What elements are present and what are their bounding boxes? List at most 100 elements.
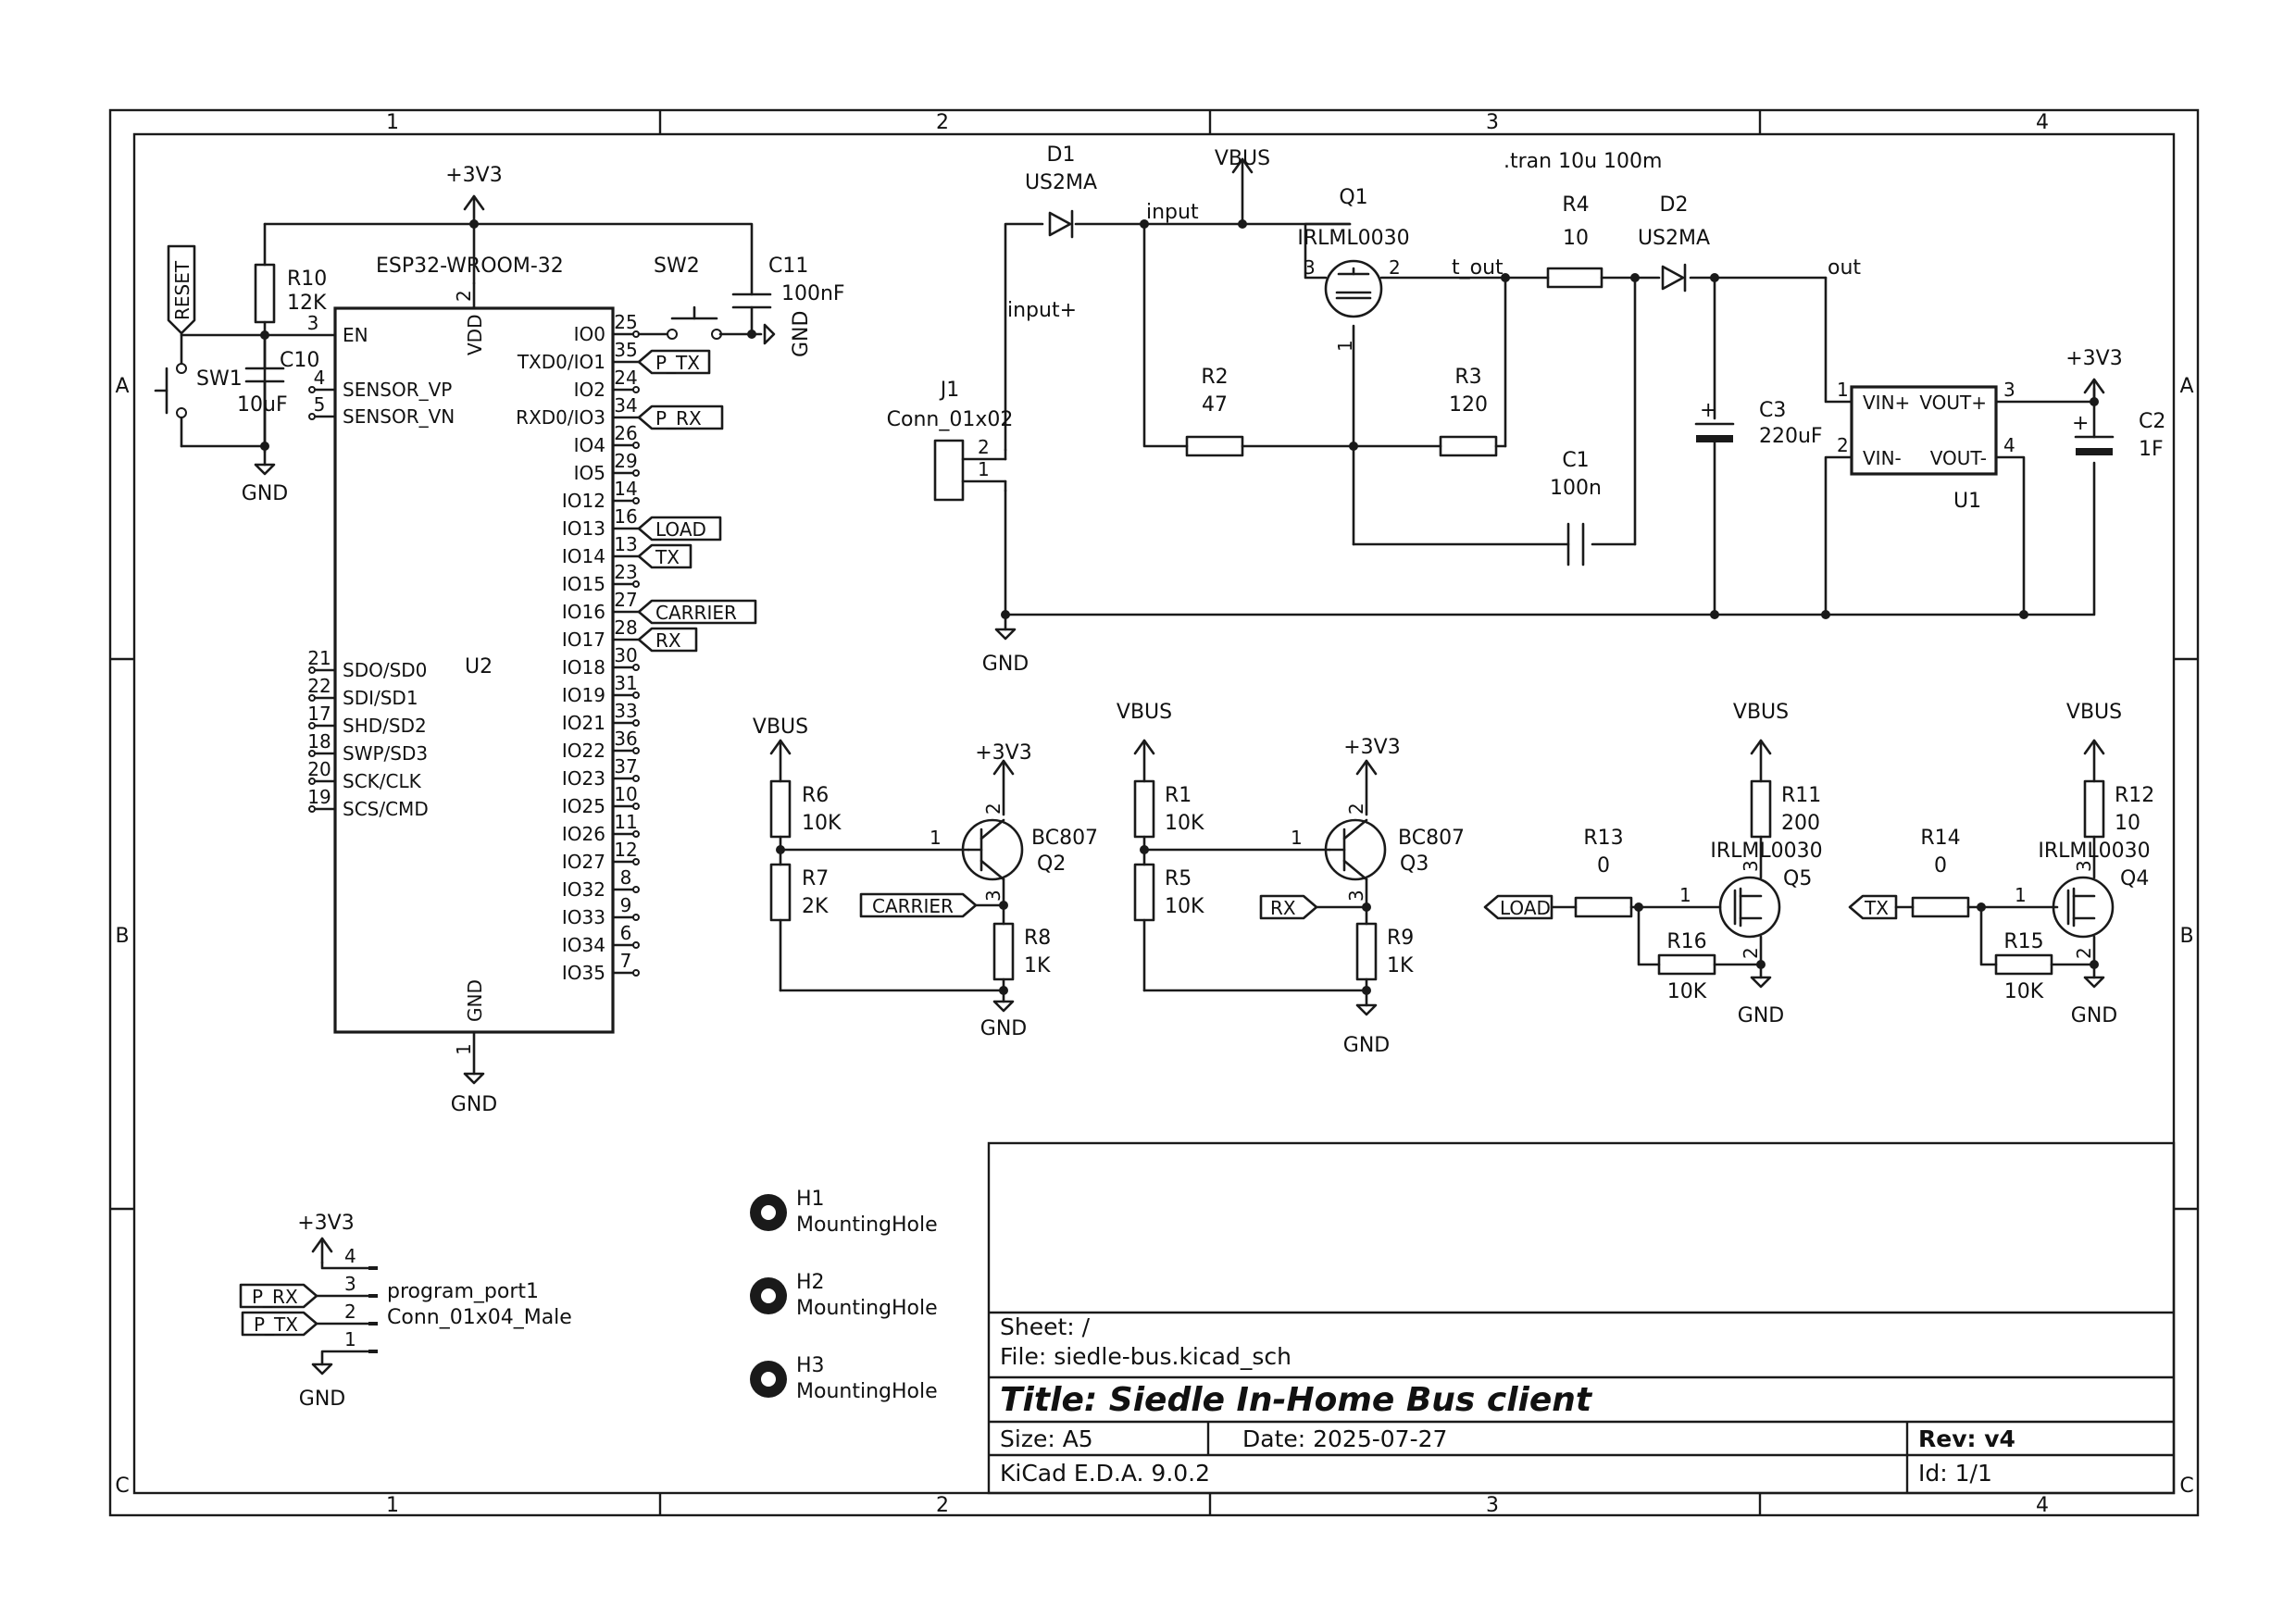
gnd-label: GND [1738, 1004, 1784, 1027]
program-port[interactable]: +3V3 GND 4 3 2 1 program_port1 Conn_01x0… [239, 1212, 572, 1411]
converter-u1[interactable]: VIN+ VIN- VOUT+ VOUT- 1 2 3 4 U1 [1837, 379, 2015, 513]
row-label-b-right: B [2179, 925, 2193, 948]
pin-io26: 11 IO26 [562, 811, 640, 845]
pin-num: 25 [614, 311, 637, 333]
capacitor-c10[interactable]: C10 10uF [237, 333, 319, 448]
ref: R15 [2003, 930, 2043, 953]
q2-pin-1: 1 [930, 827, 942, 849]
resistor-r16[interactable]: R16 10K [1657, 930, 1716, 1003]
row-label-a: A [115, 375, 129, 398]
diode-d2[interactable]: D2 US2MA [1638, 193, 1710, 292]
col-label-1: 1 [386, 111, 399, 134]
transistor-q3[interactable]: 1 2 3 BC807 Q3 [1291, 803, 1465, 902]
pin-name: IO2 [574, 379, 605, 401]
load-stage: LOAD GND VBUS [1483, 701, 1789, 1027]
pin-io25: 10 IO25 [562, 783, 640, 817]
resistor-r8[interactable]: R8 1K [992, 922, 1051, 981]
ref: C3 [1759, 399, 1786, 422]
pin-num: 5 [314, 393, 326, 416]
pin-num: 34 [614, 394, 637, 417]
pin-num: 20 [307, 758, 331, 780]
resistor-r13[interactable]: R13 0 [1574, 827, 1633, 918]
mosfet-q4[interactable]: 1 3 2 IRLML0030 Q4 [2015, 840, 2151, 959]
resistor-r7[interactable]: R7 2K [769, 863, 829, 922]
value: 1K [1387, 954, 1414, 977]
pin-num: 21 [307, 647, 331, 669]
transistor-q2[interactable]: 1 2 3 BC807 Q2 [930, 803, 1098, 902]
pin-name: SENSOR_VN [343, 405, 455, 428]
q1-pin-1: 1 [1334, 340, 1356, 352]
pin-name: SWP/SD3 [343, 742, 428, 765]
u1-pin-3: 3 [2003, 379, 2015, 401]
pin-num: 24 [614, 367, 637, 389]
pin-io34: 6 IO34 [562, 922, 640, 956]
pin-num: 9 [620, 894, 632, 916]
pin-num: 19 [307, 786, 331, 808]
pin-name: IO22 [562, 740, 605, 762]
pin-io3: 34 RXD0/IO3 [516, 394, 641, 429]
esp32-module[interactable]: ESP32-WROOM-32 U2 2 VDD 1 GND 3 EN 4 SEN… [262, 255, 641, 1076]
q1-pin-3: 3 [1304, 256, 1316, 279]
pin-num: 16 [614, 505, 637, 528]
value: 10K [1165, 895, 1204, 918]
capacitor-c1[interactable]: C1 100n [1550, 449, 1602, 566]
resistor-r11[interactable]: R11 200 [1750, 779, 1821, 839]
pin-io1: 35 TXD0/IO1 [517, 339, 641, 373]
pin-io23: 37 IO23 [562, 755, 640, 790]
label-text: P_TX [655, 352, 700, 374]
pin-num: 37 [614, 755, 637, 778]
resistor-r12[interactable]: R12 10 [2083, 779, 2154, 839]
pin-name: SENSOR_VP [343, 379, 452, 401]
resistor-r9[interactable]: R9 1K [1355, 922, 1414, 981]
pin-name: IO27 [562, 851, 605, 873]
connector-j1[interactable]: 2 1 J1 Conn_01x02 [887, 379, 1014, 502]
resistor-r2[interactable]: R2 47 [1185, 366, 1244, 457]
pin-name: IO18 [562, 656, 605, 678]
j1-pin-1: 1 [978, 458, 990, 480]
resistor-r4[interactable]: R4 10 [1546, 193, 1603, 289]
capacitor-c2[interactable]: + C2 1F [2072, 400, 2165, 461]
mcu-net-labels: P_TX P_RX LOAD TX CARRIER RX [637, 349, 757, 653]
resistor-r15[interactable]: R15 10K [1994, 930, 2053, 1003]
vbus-label: VBUS [1215, 147, 1270, 170]
ref: R5 [1165, 867, 1192, 890]
capacitor-c11[interactable]: C11 100nF [731, 255, 845, 336]
pin-num: 8 [620, 866, 632, 889]
resistor-r3[interactable]: R3 120 [1439, 366, 1498, 457]
ref: H1 [796, 1188, 825, 1211]
mounting-hole-h1: H1 MountingHole [750, 1188, 938, 1237]
mounting-hole-h2: H2 MountingHole [750, 1271, 938, 1320]
tran-directive: .tran 10u 100m [1504, 150, 1662, 173]
ref: R2 [1201, 366, 1228, 389]
gnd-label: GND [242, 482, 288, 505]
resistor-r6[interactable]: R6 10K [769, 779, 842, 839]
mosfet-q1[interactable]: 3 2 1 Q1 IRLML0030 [1297, 186, 1409, 352]
gnd-label: GND [299, 1388, 345, 1411]
pin-num: 36 [614, 728, 637, 750]
label-text: CARRIER [872, 895, 954, 917]
value: Conn_01x02 [887, 408, 1014, 431]
gnd-label: GND [982, 653, 1029, 676]
capacitor-c3[interactable]: + C3 220uF [1694, 399, 1823, 448]
resistor-r1[interactable]: R1 10K [1133, 779, 1204, 839]
ref: R7 [802, 867, 829, 890]
pin-io33: 9 IO33 [562, 894, 640, 928]
resistor-r10[interactable]: R10 12K [254, 263, 327, 324]
label-text: LOAD [1500, 897, 1551, 919]
resistor-r5[interactable]: R5 10K [1133, 863, 1204, 922]
label-text: CARRIER [655, 602, 737, 624]
q2-pin-3: 3 [982, 890, 1004, 902]
pin-num: 26 [614, 422, 637, 444]
resistor-r14[interactable]: R14 0 [1911, 827, 1970, 918]
mosfet-q5[interactable]: 1 3 2 IRLML0030 Q5 [1679, 840, 1823, 959]
diode-d1[interactable]: D1 US2MA [1025, 143, 1097, 239]
label-load-left: LOAD [1483, 894, 1554, 920]
vdd-pin-num: 2 [453, 290, 475, 302]
pin-name: IO34 [562, 934, 605, 956]
switch-sw2[interactable]: SW2 [637, 255, 763, 340]
row-label-b: B [115, 925, 129, 948]
pin-name: SHD/SD2 [343, 715, 427, 737]
pin-io17: 28 IO17 [562, 616, 641, 651]
switch-sw1[interactable]: SW1 [154, 363, 243, 418]
label-text: RX [655, 629, 681, 652]
